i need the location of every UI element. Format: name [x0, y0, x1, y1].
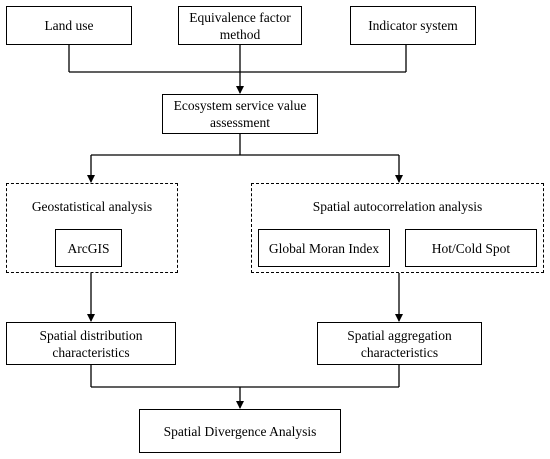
arcgis-box: ArcGIS: [55, 229, 122, 267]
autocorrelation-group: [251, 183, 544, 273]
equivalence-factor-box: Equivalence factor method: [178, 6, 302, 45]
hot-cold-spot-label: Hot/Cold Spot: [431, 240, 511, 256]
aggregation-label-line2: characteristics: [360, 344, 439, 360]
spatial-divergence-label: Spatial Divergence Analysis: [163, 423, 317, 439]
global-moran-label: Global Moran Index: [268, 240, 380, 256]
land-use-box: Land use: [6, 6, 132, 45]
aggregation-label-line1: Spatial aggregation: [347, 327, 452, 343]
indicator-system-box: Indicator system: [350, 6, 476, 45]
geostatistical-title: Geostatistical analysis: [31, 199, 153, 214]
land-use-label: Land use: [44, 18, 94, 33]
global-moran-box: Global Moran Index: [258, 229, 390, 267]
spatial-divergence-box: Spatial Divergence Analysis: [139, 409, 341, 453]
assessment-label-line2: assessment: [210, 115, 270, 130]
assessment-label-line1: Ecosystem service value: [173, 98, 307, 113]
autocorrelation-title: Spatial autocorrelation analysis: [312, 199, 483, 214]
ecosystem-assessment-box: Ecosystem service value assessment: [162, 94, 318, 134]
distribution-label-line1: Spatial distribution: [39, 327, 143, 343]
equivalence-label-line2: method: [219, 26, 261, 42]
spatial-aggregation-box: Spatial aggregation characteristics: [317, 322, 482, 365]
distribution-label-line2: characteristics: [52, 344, 130, 360]
spatial-distribution-box: Spatial distribution characteristics: [6, 322, 176, 365]
arcgis-label: ArcGIS: [67, 240, 110, 256]
hot-cold-spot-box: Hot/Cold Spot: [405, 229, 537, 267]
equivalence-label-line1: Equivalence factor: [189, 9, 291, 25]
indicator-system-label: Indicator system: [368, 18, 458, 33]
geostatistical-group: [6, 183, 178, 273]
